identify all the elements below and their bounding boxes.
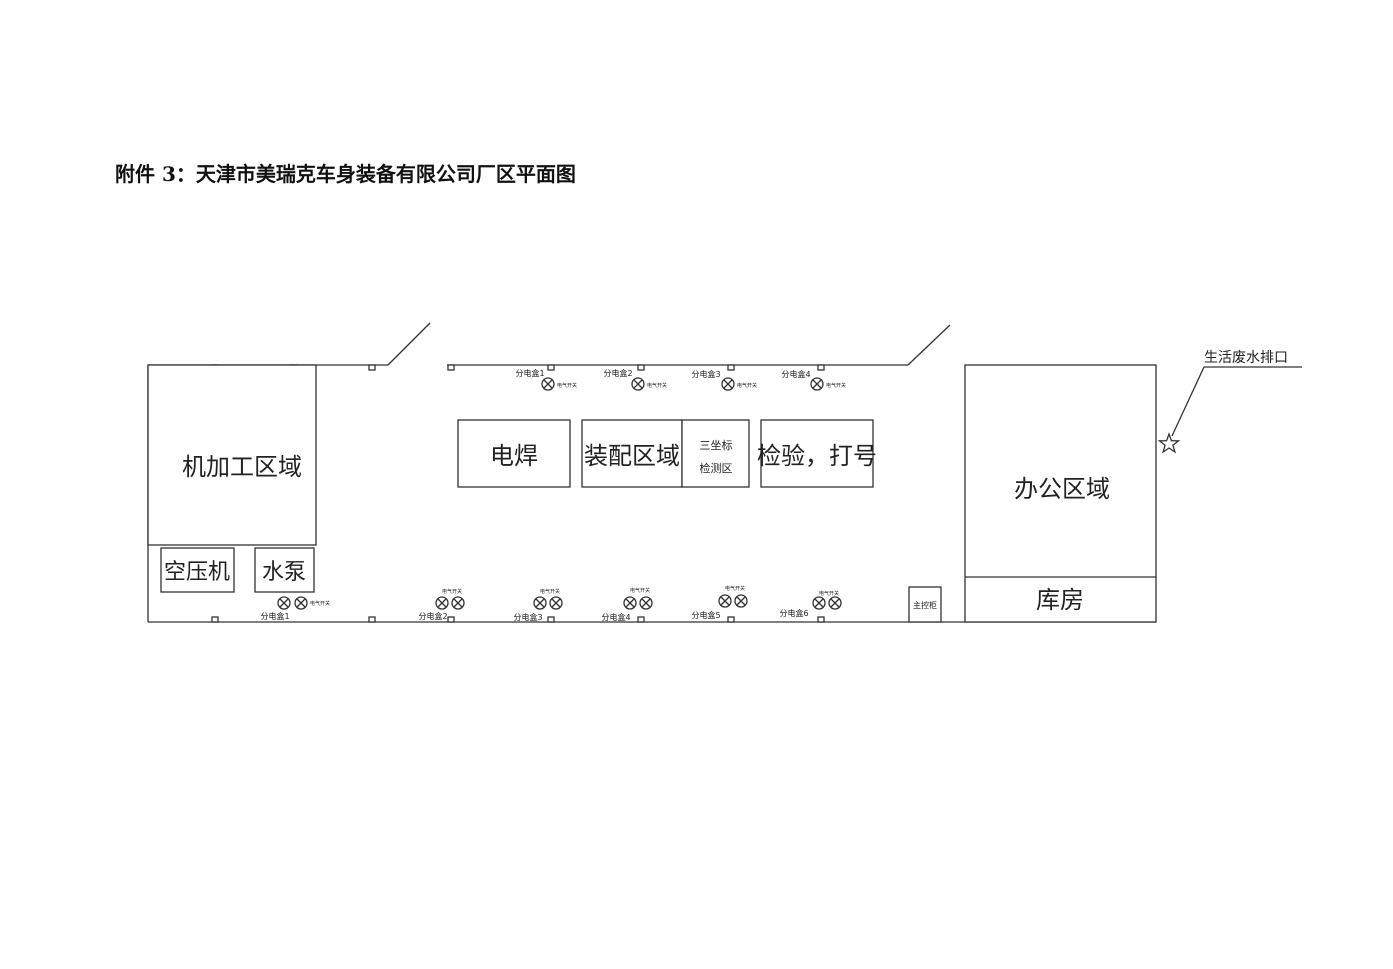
lamp-symbol-icon: [718, 594, 732, 608]
pump-room: [254, 547, 315, 593]
entrance-door-left: [387, 322, 431, 366]
lamp-symbol-icon: [623, 596, 637, 610]
distribution-box-label: 分电盒4: [781, 369, 810, 379]
distribution-box-label: 分电盒4: [601, 612, 630, 622]
distribution-box-label: 分电盒1: [515, 368, 544, 378]
office-label: 办公区域: [1014, 475, 1110, 503]
lamp-label: 电气开关: [442, 588, 462, 595]
assembly-area: [581, 419, 683, 488]
bottom-distribution-boxes: 分电盒1 分电盒2 分电盒3 分电盒4 分电盒5 分电盒6: [260, 608, 808, 622]
compressor-room: [160, 547, 235, 593]
lamp-label: 电气开关: [540, 588, 560, 595]
lamp-symbol-icon: [541, 377, 555, 391]
office-area: [964, 364, 1157, 623]
main-control-cabinet: [908, 586, 942, 623]
entrance-door-right: [907, 324, 951, 366]
lamp-symbol-icon: [435, 596, 449, 610]
lamp-label: 电气开关: [819, 590, 839, 597]
lamp-symbol-icon: [294, 596, 308, 610]
drain-outlet: 生活废水排口: [1157, 350, 1302, 454]
welding-label: 电焊: [490, 442, 538, 470]
lamp-symbol-icon: [549, 596, 563, 610]
drain-label: 生活废水排口: [1204, 350, 1288, 366]
machining-area: [147, 364, 317, 546]
top-distribution-boxes: 分电盒1 分电盒2 分电盒3 分电盒4: [515, 368, 810, 379]
lamp-symbol-icon: [721, 377, 735, 391]
lamp-symbol-icon: [812, 596, 826, 610]
page-title: 附件 3：天津市美瑞克车身装备有限公司厂区平面图: [115, 162, 576, 186]
compressor-label: 空压机: [164, 560, 230, 585]
distribution-box-label: 分电盒5: [691, 610, 720, 620]
lamp-label: 电气开关: [647, 382, 667, 389]
lamp-symbol-icon: [451, 596, 465, 610]
warehouse-label: 库房: [1036, 586, 1084, 614]
lamp-symbol-icon: [533, 596, 547, 610]
lamp-symbol-icon: [810, 377, 824, 391]
distribution-box-label: 分电盒1: [260, 611, 289, 621]
star-icon: [1157, 432, 1181, 454]
lamp-label: 电气开关: [630, 587, 650, 594]
lamp-symbol-icon: [828, 596, 842, 610]
cmm-label-line1: 三坐标: [700, 438, 733, 452]
main-cabinet-label: 主控柜: [913, 600, 937, 610]
lamp-symbol-icon: [631, 377, 645, 391]
pump-label: 水泵: [262, 560, 306, 585]
distribution-box-label: 分电盒3: [691, 369, 720, 379]
cmm-label-line2: 检测区: [700, 461, 733, 475]
bottom-lamps: 电气开关 电气开关 电气开关 电气开关 电气开关 电气开关: [277, 585, 842, 610]
lamp-label: 电气开关: [737, 382, 757, 389]
distribution-box-label: 分电盒6: [779, 608, 808, 618]
inspection-area: [760, 419, 874, 488]
lamp-label: 电气开关: [826, 382, 846, 389]
lamp-label: 电气开关: [310, 600, 330, 607]
inspection-label: 检验，打号: [757, 442, 877, 470]
lamp-symbol-icon: [639, 596, 653, 610]
lamp-label: 电气开关: [557, 382, 577, 389]
distribution-box-label: 分电盒3: [513, 612, 542, 622]
lamp-label: 电气开关: [725, 585, 745, 592]
cmm-inspection-area: [681, 419, 750, 488]
distribution-box-label: 分电盒2: [603, 368, 632, 378]
lamp-symbol-icon: [734, 594, 748, 608]
lamp-symbol-icon: [277, 596, 291, 610]
top-lamps: 电气开关 电气开关 电气开关 电气开关: [541, 377, 846, 391]
machining-area-label: 机加工区域: [182, 453, 302, 481]
assembly-label: 装配区域: [584, 442, 680, 470]
distribution-box-label: 分电盒2: [418, 611, 447, 621]
welding-area: [457, 419, 571, 488]
